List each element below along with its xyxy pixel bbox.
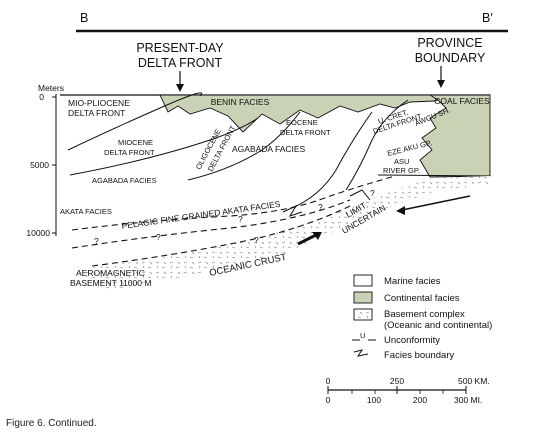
question-mark-3: ? bbox=[238, 214, 243, 224]
province-boundary-callout-line1: PROVINCE bbox=[417, 36, 482, 50]
depth-tick-0: 0 bbox=[39, 92, 44, 102]
asu-river-label-1: ASU bbox=[394, 157, 409, 166]
eocene-label-2: DELTA FRONT bbox=[280, 128, 331, 137]
legend-marine-label: Marine facies bbox=[384, 276, 441, 287]
benin-facies-area bbox=[159, 94, 451, 133]
eocene-front bbox=[291, 111, 373, 209]
delta-front-arrowhead bbox=[176, 84, 184, 92]
delta-front-callout-line1: PRESENT-DAY bbox=[136, 41, 224, 55]
section-label-left: B bbox=[80, 11, 88, 25]
u-cret-front bbox=[345, 99, 409, 191]
section-label-right: B′ bbox=[482, 11, 493, 25]
scale-mi-300: 300 MI. bbox=[454, 395, 482, 405]
aeromagnetic-label-2: BASEMENT 11000 M bbox=[70, 278, 151, 288]
province-boundary-arrowhead bbox=[437, 80, 445, 88]
legend-marine-swatch bbox=[353, 274, 373, 287]
legend-facies-boundary-label: Facies boundary bbox=[384, 350, 454, 361]
pelagic-akata-label: PELAGIC FINE GRAINED AKATA FACIES bbox=[121, 199, 281, 231]
legend-basement-label-2: (Oceanic and continental) bbox=[384, 320, 492, 331]
limit-arrowhead bbox=[396, 206, 405, 215]
oligocene-front bbox=[187, 111, 301, 181]
legend-facies-boundary-symbol bbox=[353, 349, 369, 357]
spreading-arrow bbox=[297, 232, 319, 246]
province-boundary-callout-line2: BOUNDARY bbox=[415, 51, 486, 65]
legend-basement-label-1: Basement complex bbox=[384, 309, 465, 320]
legend-unconformity-u: U bbox=[360, 331, 365, 340]
depth-tick-10000: 10000 bbox=[26, 228, 50, 238]
scale-mi-100: 100 bbox=[367, 395, 381, 405]
delta-front-callout-line2: DELTA FRONT bbox=[138, 56, 223, 70]
mio-pliocene-front bbox=[67, 92, 203, 151]
basement-complex-area bbox=[76, 176, 490, 290]
depth-tick-5000: 5000 bbox=[30, 160, 49, 170]
aeromagnetic-label-1: AEROMAGNETIC bbox=[76, 268, 145, 278]
scale-mi-200: 200 bbox=[413, 395, 427, 405]
legend-continental-swatch bbox=[353, 291, 373, 304]
limit-arrow bbox=[401, 195, 471, 211]
coal-facies-area bbox=[419, 94, 491, 178]
scale-mi-0: 0 bbox=[326, 395, 331, 405]
crust-top-dashed bbox=[91, 205, 351, 267]
facies-zigzag bbox=[349, 189, 371, 201]
legend: Marine facies Continental facies Basemen… bbox=[352, 274, 492, 361]
legend-continental-label: Continental facies bbox=[384, 293, 460, 304]
asu-river-label-2: RIVER GP. bbox=[383, 166, 420, 175]
miocene-front bbox=[69, 117, 259, 176]
question-mark-4: ? bbox=[254, 235, 259, 245]
legend-unconformity-label: Unconformity bbox=[384, 335, 440, 346]
question-mark-1: ? bbox=[94, 236, 99, 246]
depth-unit-label: Meters bbox=[38, 83, 64, 93]
akata-facies-label: AKATA FACIES bbox=[60, 207, 112, 216]
mio-pliocene-label-1: MIO-PLIOCENE bbox=[68, 98, 130, 108]
agabada-facies-label: AGABADA FACIES bbox=[232, 144, 306, 154]
scale-km-250: 250 bbox=[390, 376, 404, 386]
eocene-label-1: EOCENE bbox=[286, 118, 318, 127]
question-mark-2: ? bbox=[156, 232, 161, 242]
question-mark-6: ? bbox=[370, 188, 375, 198]
facies-zigzag-2 bbox=[282, 204, 303, 217]
benin-facies-label: BENIN FACIES bbox=[211, 97, 270, 107]
miocene-label-2: DELTA FRONT bbox=[104, 148, 155, 157]
question-mark-5: ? bbox=[318, 202, 323, 212]
akata-top-dashed bbox=[71, 175, 396, 231]
agabada-facies-left-label: AGABADA FACIES bbox=[92, 176, 157, 185]
miocene-label-1: MIOCENE bbox=[118, 138, 153, 147]
scale-km-0: 0 bbox=[326, 376, 331, 386]
scale-km-500: 500 KM. bbox=[458, 376, 490, 386]
province-base-line bbox=[377, 174, 491, 177]
spreading-arrowhead bbox=[312, 232, 322, 240]
scale-bar: 0 250 500 KM. 0 100 200 300 MI. bbox=[326, 376, 490, 405]
figure-caption: Figure 6. Continued. bbox=[6, 418, 97, 429]
coal-facies-label: COAL FACIES bbox=[434, 96, 490, 106]
legend-basement-swatch bbox=[353, 308, 373, 321]
mio-pliocene-label-2: DELTA FRONT bbox=[68, 108, 125, 118]
